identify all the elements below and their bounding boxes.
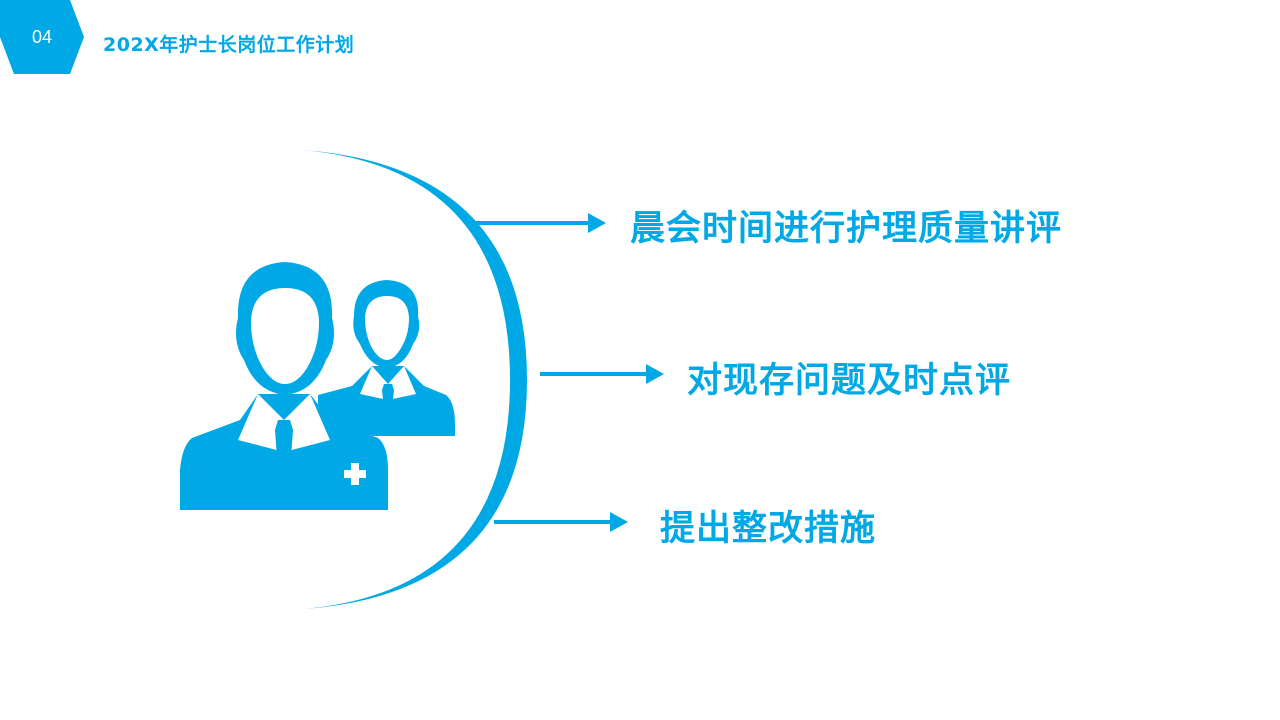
person-front-icon bbox=[180, 262, 388, 510]
person-back-icon bbox=[318, 280, 455, 436]
arrow-right-icon bbox=[494, 512, 628, 532]
slide-number: 04 bbox=[31, 27, 53, 47]
medical-staff-icon bbox=[180, 262, 455, 510]
arrow-right-icon bbox=[474, 213, 606, 233]
hexagon-shape bbox=[0, 0, 84, 74]
medical-cross-icon bbox=[344, 463, 366, 485]
item-label-corrective-measures: 提出整改措施 bbox=[660, 509, 877, 549]
arrow-right-icon bbox=[540, 364, 664, 384]
item-label-timely-comment: 对现存问题及时点评 bbox=[687, 361, 1012, 401]
item-label-quality-review: 晨会时间进行护理质量讲评 bbox=[630, 209, 1063, 249]
slide-title: 202X年护士长岗位工作计划 bbox=[103, 34, 355, 56]
slide-number-badge: 04 bbox=[0, 0, 84, 74]
